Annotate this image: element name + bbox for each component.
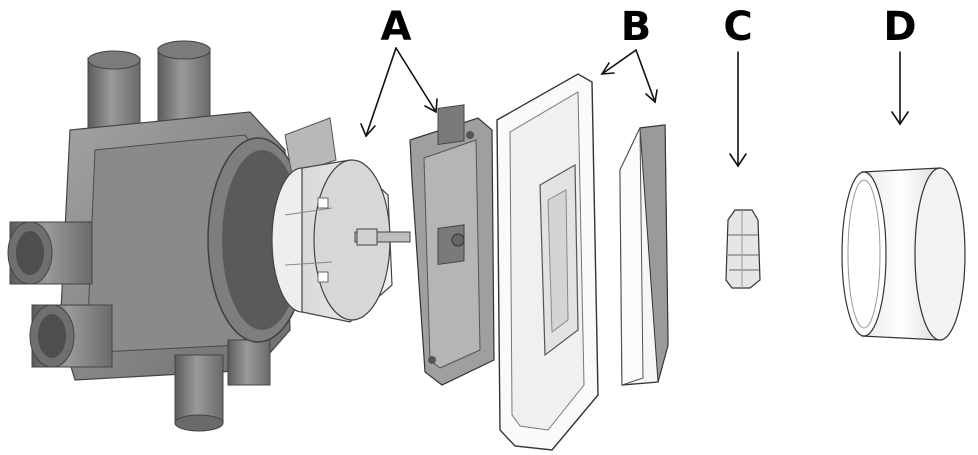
arrow-b-right [635, 49, 658, 104]
callout-a: A [381, 4, 412, 50]
arrow-c [729, 51, 747, 168]
cover-plate [619, 124, 669, 386]
arrow-a-left [360, 47, 397, 138]
knob-sleeve [841, 167, 966, 341]
insert-module [271, 159, 411, 323]
callout-b: B [621, 4, 652, 50]
support-frame [409, 104, 495, 386]
leader-arrows [360, 47, 909, 168]
arrow-a-right [395, 47, 438, 114]
knob-part [725, 209, 761, 289]
cover-frame [496, 73, 599, 451]
arrow-b-left [600, 49, 637, 75]
callout-d: D [883, 4, 916, 50]
callout-c: C [723, 4, 752, 50]
arrow-d [891, 51, 909, 126]
